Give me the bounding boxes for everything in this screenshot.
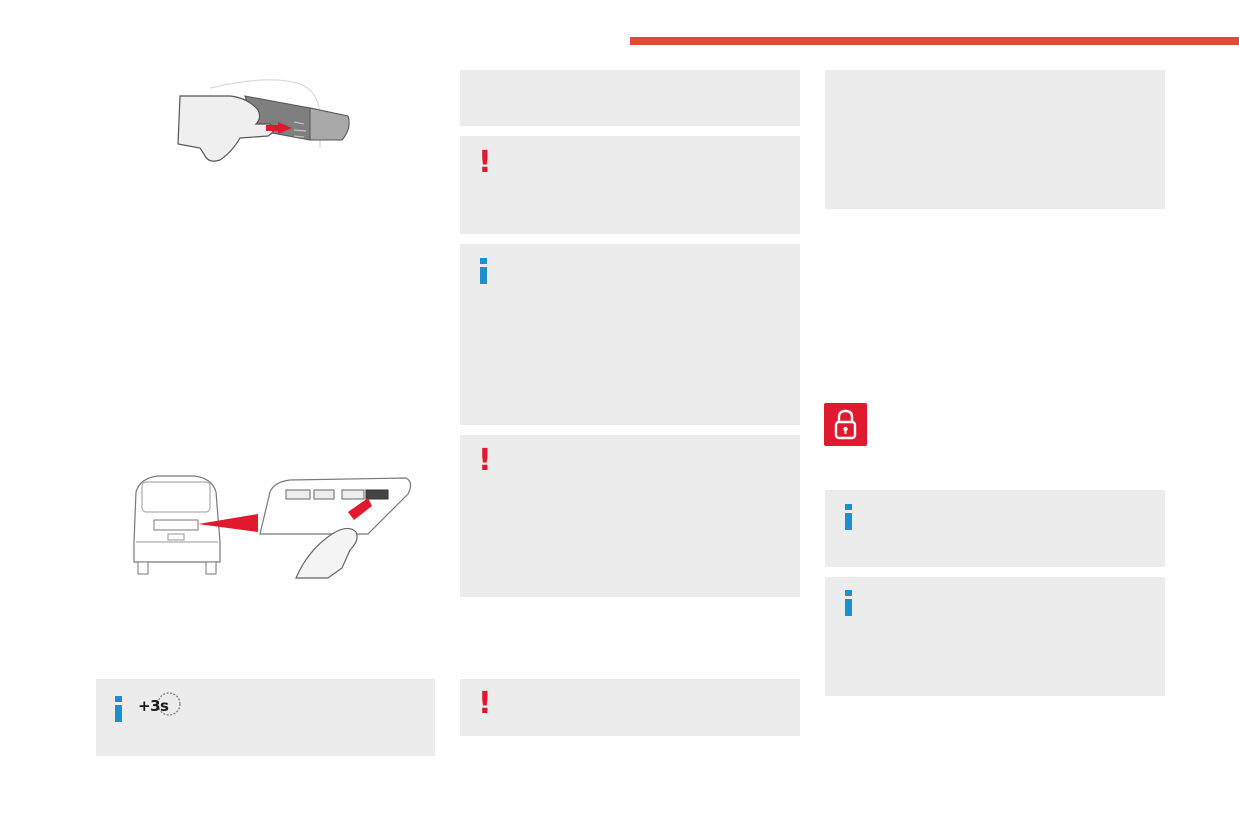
info-icon <box>845 590 852 616</box>
info-icon <box>845 504 852 530</box>
warning-icon: ! <box>478 145 492 180</box>
warning-box: ! <box>460 435 800 597</box>
info-icon <box>115 696 122 722</box>
lock-icon <box>824 403 867 446</box>
warning-box: ! <box>460 136 800 234</box>
info-box <box>825 577 1165 696</box>
note-box <box>460 70 800 126</box>
timer-label: +3s <box>138 697 169 715</box>
warning-icon: ! <box>478 443 492 478</box>
info-icon <box>480 258 487 284</box>
header-accent-bar <box>630 37 1239 45</box>
warning-icon: ! <box>478 686 492 721</box>
info-box <box>825 490 1165 567</box>
tailgate-illustration <box>133 475 412 579</box>
info-box-timer: +3s <box>96 679 435 756</box>
door-handle-illustration <box>177 79 350 162</box>
note-box <box>825 70 1165 209</box>
warning-box: ! <box>460 679 800 736</box>
info-box <box>460 244 800 425</box>
timer-icon: +3s <box>138 691 184 719</box>
